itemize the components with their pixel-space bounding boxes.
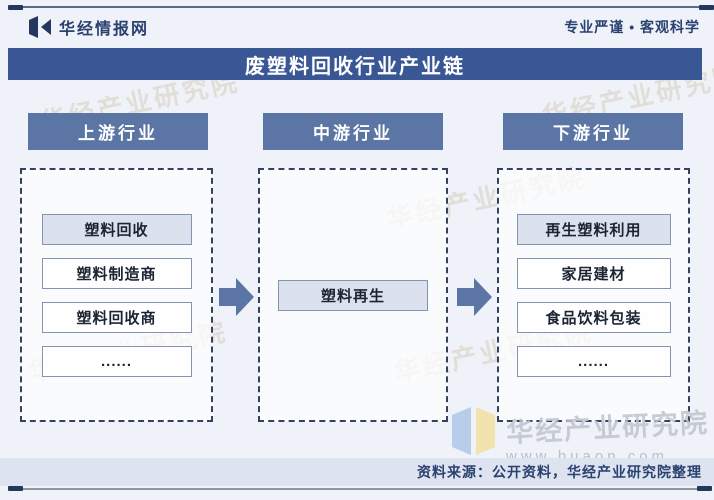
column-header-label: 中游行业 bbox=[313, 124, 393, 143]
node-home-building-material: 家居建材 bbox=[516, 257, 671, 289]
column-header-midstream: 中游行业 bbox=[263, 113, 443, 150]
node-plastic-recycling: 塑料回收 bbox=[41, 213, 192, 245]
node-ellipsis: ...... bbox=[516, 345, 671, 377]
node-plastic-recycler: 塑料回收商 bbox=[41, 301, 192, 333]
downstream-container: 再生塑料利用 家居建材 食品饮料包装 ...... bbox=[497, 168, 690, 422]
brand-logo: 华经情报网 bbox=[28, 15, 149, 39]
flow-arrow-upstream-to-midstream bbox=[219, 278, 254, 316]
huajing-logo-icon bbox=[29, 16, 51, 38]
brand-name: 华经情报网 bbox=[59, 21, 150, 38]
node-recycled-plastic-use: 再生塑料利用 bbox=[516, 213, 671, 245]
column-header-upstream: 上游行业 bbox=[28, 113, 208, 150]
title-bar: 废塑料回收行业产业链 bbox=[8, 48, 702, 80]
bottom-rule-right-cap bbox=[697, 486, 712, 491]
page-title: 废塑料回收行业产业链 bbox=[245, 55, 465, 78]
top-rule-right-cap bbox=[699, 5, 714, 10]
upstream-container: 塑料回收 塑料制造商 塑料回收商 ...... bbox=[20, 168, 213, 422]
midstream-container: 塑料再生 bbox=[258, 168, 448, 422]
top-rule bbox=[8, 6, 706, 8]
footer-bar: 资料来源：公开资料，华经产业研究院整理 bbox=[0, 458, 714, 486]
column-header-label: 下游行业 bbox=[553, 124, 633, 143]
node-ellipsis: ...... bbox=[41, 345, 192, 377]
bottom-rule-left-cap bbox=[8, 486, 23, 491]
top-rule-left-cap bbox=[8, 5, 23, 10]
huaon-watermark-logo-icon bbox=[452, 407, 495, 455]
flow-arrow-midstream-to-downstream bbox=[457, 278, 492, 316]
node-plastic-manufacturer: 塑料制造商 bbox=[41, 257, 192, 289]
node-food-beverage-packaging: 食品饮料包装 bbox=[516, 301, 671, 333]
bottom-rule bbox=[8, 488, 706, 490]
node-plastic-regeneration: 塑料再生 bbox=[278, 279, 428, 311]
column-header-downstream: 下游行业 bbox=[503, 113, 683, 150]
brand-slogan: 专业严谨 • 客观科学 bbox=[564, 19, 700, 35]
source-note: 资料来源：公开资料，华经产业研究院整理 bbox=[417, 464, 702, 480]
column-header-label: 上游行业 bbox=[78, 124, 158, 143]
